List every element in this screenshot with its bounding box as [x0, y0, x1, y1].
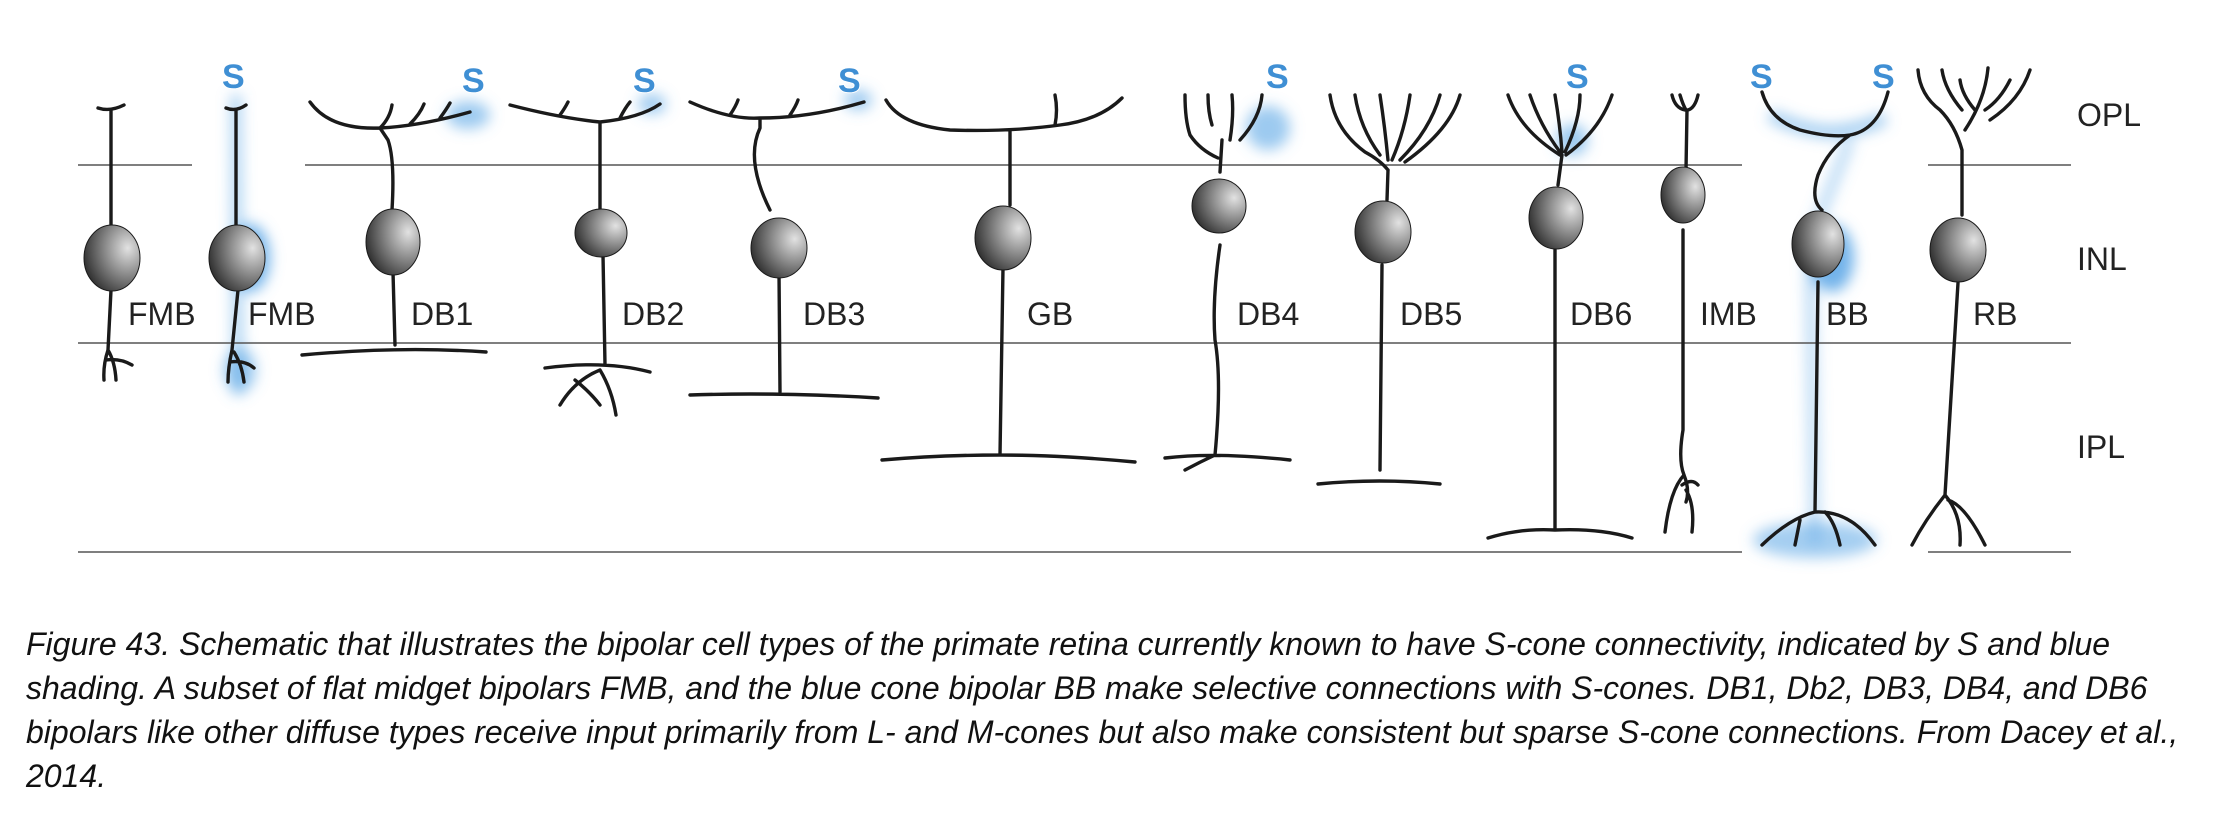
figure-caption: Figure 43. Schematic that illustrates th… — [26, 626, 2179, 794]
layer-label-ipl: IPL — [2077, 429, 2125, 465]
cell-label: DB2 — [622, 296, 684, 332]
cell-labels: FMB FMB DB1 DB2 DB3 GB DB4 DB5 DB6 IMB B… — [128, 296, 2017, 332]
soma-fmb-2 — [208, 224, 266, 292]
soma-db3 — [750, 217, 808, 279]
s-marker-db2: S — [633, 62, 656, 100]
cell-somas — [83, 166, 1987, 292]
soma-db4 — [1191, 178, 1247, 234]
cell-label: DB4 — [1237, 296, 1299, 332]
cell-db5 — [1316, 93, 1462, 486]
soma-rb — [1929, 217, 1987, 283]
soma-db1 — [365, 208, 421, 276]
cell-label: DB6 — [1570, 296, 1632, 332]
soma-db2 — [574, 208, 628, 258]
cell-label: GB — [1027, 296, 1073, 332]
cell-db4 — [1163, 93, 1292, 472]
s-marker-db3: S — [838, 62, 861, 100]
soma-db5 — [1354, 200, 1412, 264]
cell-label: FMB — [128, 296, 196, 332]
cell-gb — [880, 93, 1137, 464]
cell-label: DB3 — [803, 296, 865, 332]
cell-rb — [1910, 66, 2032, 547]
cell-label: BB — [1826, 296, 1869, 332]
soma-bb — [1791, 210, 1845, 278]
s-marker-bb-right: S — [1872, 58, 1895, 96]
s-marker-db1: S — [462, 62, 485, 100]
layer-label-inl: INL — [2077, 241, 2127, 277]
soma-db6 — [1528, 186, 1584, 250]
cell-db2 — [508, 100, 662, 417]
s-marker-db6: S — [1566, 58, 1589, 96]
soma-fmb-1 — [83, 224, 141, 292]
s-marker-bb-left: S — [1750, 58, 1773, 96]
cell-fmb-2 — [224, 103, 256, 384]
cell-db1 — [300, 100, 488, 357]
s-marker-db4: S — [1266, 58, 1289, 96]
cell-label: IMB — [1700, 296, 1757, 332]
s-marker-fmb: S — [222, 58, 245, 96]
cell-label: DB1 — [411, 296, 473, 332]
soma-gb — [974, 205, 1032, 271]
layer-labels: OPL INL IPL — [2077, 97, 2141, 465]
bipolar-cell-schematic: S S S S S S S S FMB FMB DB1 DB2 DB3 GB D… — [78, 57, 2141, 558]
cell-label: DB5 — [1400, 296, 1462, 332]
layer-label-opl: OPL — [2077, 97, 2141, 133]
cell-bb — [1760, 90, 1890, 547]
soma-imb — [1660, 166, 1706, 224]
cell-label: FMB — [248, 296, 316, 332]
layer-boundaries — [78, 164, 2071, 553]
cell-fmb-1 — [96, 103, 134, 382]
s-cone-markers: S S S S S S S S — [221, 57, 1896, 101]
cell-label: RB — [1973, 296, 2017, 332]
cell-db6 — [1486, 93, 1634, 540]
cell-db3 — [688, 98, 880, 400]
cell-imb — [1663, 93, 1700, 534]
